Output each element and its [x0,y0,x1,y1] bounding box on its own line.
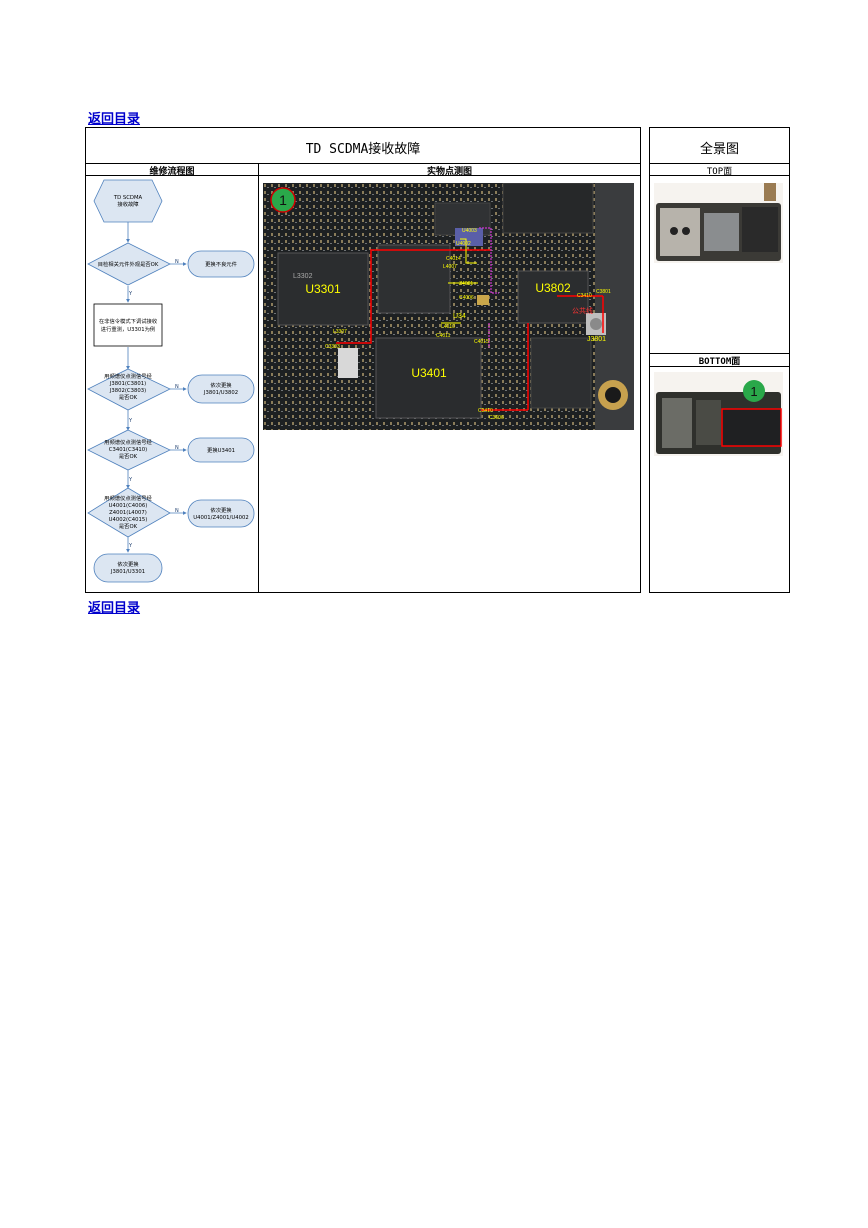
svg-text:Y: Y [128,543,133,549]
divider [649,353,790,354]
chip-label-u3301: U3301 [305,282,341,296]
bottom-side-label: BOTTOM面 [698,357,741,367]
top-board-photo [654,183,783,263]
bottom-marker-1: 1 [750,384,757,399]
pcb-photo: 1 U3301 U3802 U3401 U4003 U4002 C4014 L4… [263,183,634,430]
highlight-region [721,408,782,447]
flow-decision-2 [87,368,171,411]
svg-text:N: N [175,384,179,390]
svg-text:C4011: C4011 [436,333,451,339]
overview-table [649,127,790,593]
flow-decision-3 [87,429,171,471]
flow-decision-4 [87,487,171,538]
svg-text:L3307: L3307 [333,329,347,335]
flow-action-2 [187,374,255,404]
divider [649,366,790,367]
svg-text:C3303: C3303 [325,344,340,350]
svg-text:U4002: U4002 [456,241,471,247]
svg-text:U4003: U4003 [462,228,477,234]
svg-text:J3801: J3801 [587,336,606,343]
divider [649,163,790,164]
svg-text:更换不良元件: 更换不良元件 [205,260,237,268]
svg-text:C3801: C3801 [596,289,611,295]
svg-text:N: N [175,508,179,514]
flow-start [93,179,163,223]
main-table [85,127,641,593]
svg-text:N: N [175,445,179,451]
svg-text:TD SCDMA接收故障: TD SCDMA接收故障 [113,195,143,208]
svg-text:Y: Y [128,477,133,483]
divider [258,163,259,593]
flow-end [93,553,163,583]
flow-step-2 [93,303,163,347]
divider [85,175,641,176]
svg-text:目检相关元件外观是否OK: 目检相关元件外观是否OK [98,260,159,268]
svg-text:在非信令模式下调试接收进行重测，U3301为例: 在非信令模式下调试接收进行重测，U3301为例 [99,317,158,333]
top-side-label: TOP面 [706,167,733,177]
flow-action-3 [187,437,255,463]
chip-label-u3802: U3802 [535,281,571,295]
divider [85,163,641,164]
bottom-board-photo: 1 [654,372,783,456]
flow-column-header: 维修流程图 [149,167,195,177]
page-title: TD SCDMA接收故障 [305,142,421,157]
svg-text:Z4001: Z4001 [459,281,473,287]
svg-text:L4010: L4010 [441,324,455,330]
svg-text:C4015: C4015 [474,339,489,345]
divider [649,175,790,176]
back-to-contents-link-bottom[interactable]: 返回目录 [88,601,141,616]
svg-text:N: N [175,259,179,265]
photo-column-header: 实物点测图 [426,167,472,177]
back-to-contents-link-top[interactable]: 返回目录 [88,112,141,127]
flow-action-1 [187,250,255,278]
flow-action-4 [187,499,255,528]
overview-title: 全景图 [699,142,739,157]
svg-text:L3302: L3302 [293,273,313,280]
svg-text:Y: Y [128,418,133,424]
svg-text:C3410: C3410 [577,293,592,299]
chip-label-u3401: U3401 [411,366,447,380]
svg-text:C4006: C4006 [459,295,474,301]
svg-text:C3410: C3410 [478,408,493,414]
svg-text:C3606: C3606 [489,415,504,421]
photo-marker-1: 1 [279,192,287,208]
svg-text:C4014: C4014 [446,256,461,262]
svg-text:更换U3401: 更换U3401 [207,446,235,454]
flow-decision-1 [87,242,171,286]
svg-text:Y: Y [128,291,133,297]
common-line-annotation: 公共线 [572,306,593,315]
svg-text:L4007: L4007 [443,264,457,270]
svg-text:U34: U34 [453,313,466,320]
